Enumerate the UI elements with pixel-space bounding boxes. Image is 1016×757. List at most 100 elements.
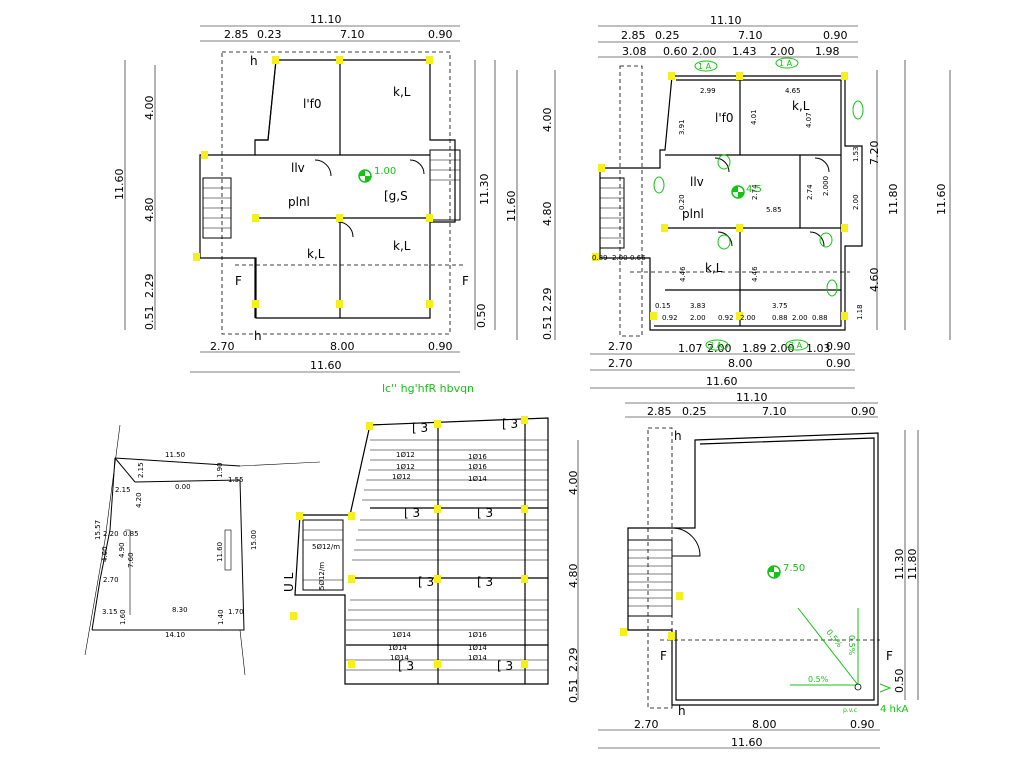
- column-marker: [676, 592, 683, 600]
- column-marker: [434, 505, 441, 513]
- site-dim: 4.90: [118, 542, 126, 558]
- inner-dim: 4.46: [679, 266, 687, 282]
- room-label: [g,S: [384, 189, 408, 203]
- plan1-bottom-part: 8.00: [330, 340, 355, 353]
- room-label: plnl: [288, 195, 310, 209]
- roof-top-total: 11.10: [736, 391, 768, 404]
- room-label: l'f0: [303, 97, 322, 111]
- beam-label: [ 3: [502, 417, 518, 431]
- inner-dim: 0.89: [592, 254, 608, 262]
- site-dim: 2.15: [137, 462, 145, 478]
- site-dim: 7.60: [127, 552, 135, 568]
- rebar-label: 1Ø12: [396, 463, 415, 471]
- column-marker: [521, 575, 528, 583]
- column-marker: [434, 575, 441, 583]
- roof-plan: 11.10 2.85 0.25 7.10 0.90 0.5% 0.5%: [598, 391, 919, 749]
- plan2-bottom-part2: 2.00: [770, 342, 795, 355]
- section-mark: h: [678, 704, 686, 718]
- plan1-level: 1.00: [374, 166, 396, 177]
- site-dim: 0.85: [123, 530, 139, 538]
- inner-dim: 3.83: [690, 302, 706, 310]
- section-mark: h: [254, 329, 262, 343]
- plan1-left-part: 2.29: [143, 274, 156, 299]
- inner-dim: 5.85: [766, 206, 782, 214]
- section-mark: h: [250, 54, 258, 68]
- rebar-label: 1Ø14: [390, 654, 409, 662]
- column-marker: [426, 214, 433, 222]
- rebar-label: 1Ø14: [468, 475, 487, 483]
- column-marker: [736, 224, 743, 232]
- site-dim: 11.50: [165, 451, 185, 459]
- inner-dim: 0.92: [662, 314, 678, 322]
- column-marker: [252, 214, 259, 222]
- inner-dim: 2.000: [822, 176, 830, 196]
- column-marker: [841, 224, 848, 232]
- section-mark: h: [674, 429, 682, 443]
- plan2-top-total: 11.10: [710, 14, 742, 27]
- roof-bottom-part: 2.70: [634, 718, 659, 731]
- plan1-top-part: 0.23: [257, 28, 282, 41]
- plan1-right-part: 11.30: [478, 174, 491, 206]
- level-marker-icon: [731, 185, 745, 199]
- inner-dim: 0.15: [655, 302, 671, 310]
- framing-plan: [ 3 [ 3 [ 3 [ 3 [ 3 [ 3 [ 3 [ 3 1Ø12 1Ø1…: [282, 416, 580, 703]
- column-marker: [426, 300, 433, 308]
- column-marker: [841, 72, 848, 80]
- plan2-bottom-part: 8.00: [728, 357, 753, 370]
- column-marker: [841, 312, 848, 320]
- rebar-label: 1Ø14: [468, 654, 487, 662]
- rebar-label: 1Ø14: [468, 644, 487, 652]
- rebar-label: 1Ø16: [468, 453, 487, 461]
- column-marker: [521, 660, 528, 668]
- column-marker: [668, 632, 675, 640]
- site-dim: 14.10: [165, 631, 185, 639]
- beam-label: [ 3: [477, 575, 493, 589]
- slope-label: 0.5%: [847, 635, 856, 656]
- inner-dim: 0.88: [772, 314, 788, 322]
- plan1-left-part: 4.00: [143, 96, 156, 121]
- beam-label: [ 3: [412, 421, 428, 435]
- site-dim: 4.20: [135, 492, 143, 508]
- roof-right-part: 11.80: [906, 549, 919, 581]
- rebar-label: 1Ø14: [388, 644, 407, 652]
- plan2-top-part2: 3.08: [622, 45, 647, 58]
- plan1-ground-floor: 11.10 2.85 0.23 7.10 0.90 4.00 4.80 2.29…: [113, 13, 518, 395]
- site-dim: 15.00: [250, 530, 258, 550]
- room-label: plnl: [682, 207, 704, 221]
- room-label: l'f0: [715, 111, 734, 125]
- section-mark: F: [886, 649, 893, 663]
- plan2-left-part: 0.51: [541, 316, 554, 341]
- plan1-bottom-part: 0.90: [428, 340, 453, 353]
- inner-dim: 1.53: [852, 146, 860, 162]
- beam-label: [ 3: [418, 575, 434, 589]
- beam-label: [ 3: [404, 506, 420, 520]
- plan2-right-total: 7.20: [868, 141, 881, 166]
- column-marker: [521, 505, 528, 513]
- plan2-bottom-part: 2.70: [608, 357, 633, 370]
- roof-bottom-total: 11.60: [731, 736, 763, 749]
- plan2-left-part: 2.29: [541, 288, 554, 313]
- roof-top-part: 7.10: [762, 405, 787, 418]
- plan2-top-part2: 1.98: [815, 45, 840, 58]
- column-marker: [336, 56, 343, 64]
- plan2-bottom-part: 0.90: [826, 340, 851, 353]
- site-dim: 3.15: [102, 608, 118, 616]
- plan2-left-part: 4.80: [541, 202, 554, 227]
- plan1-top-part: 7.10: [340, 28, 365, 41]
- plan2-bottom-part2: 2.00: [707, 342, 732, 355]
- room-label: k,L: [307, 247, 325, 261]
- site-dim: 1.70: [228, 608, 244, 616]
- site-sketch: 11.50 2.15 1.90 2.15 0.00 1.55 4.20 15.5…: [84, 424, 321, 676]
- roof-pvc: p.v.c: [843, 707, 857, 714]
- inner-dim: 1.18: [856, 304, 864, 320]
- plan1-bottom-total: 11.60: [310, 359, 342, 372]
- plan1-top-part: 2.85: [224, 28, 249, 41]
- inner-dim: 4.46: [751, 266, 759, 282]
- plan2-top-part: 7.10: [738, 29, 763, 42]
- roof-bottom-part: 0.90: [850, 718, 875, 731]
- plan2-top-part2: 2.00: [770, 45, 795, 58]
- section-mark: F: [235, 274, 242, 288]
- inner-dim: 2.00: [792, 314, 808, 322]
- site-dim: 15.57: [94, 520, 102, 540]
